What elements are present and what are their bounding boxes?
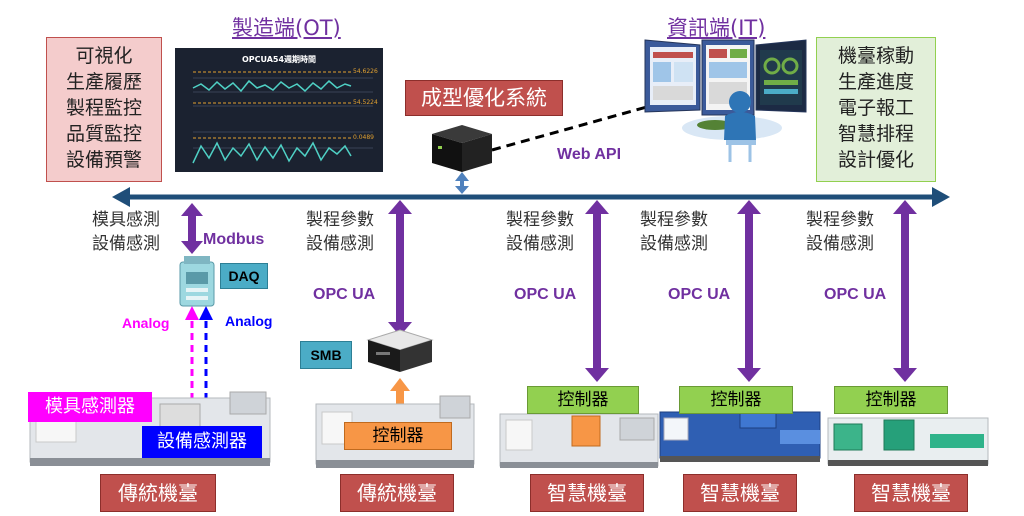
- function-equipment-warning: 設備預警: [65, 149, 142, 171]
- ot-functions-box: 可視化 生產履歷 製程監控 品質監控 設備預警: [46, 37, 162, 182]
- daq-box: DAQ: [220, 263, 268, 289]
- modbus-arrow: [181, 203, 203, 254]
- equipment-sensor-box: 設備感測器: [142, 426, 262, 458]
- col1-sensing-label: 模具感測 設備感測: [78, 208, 174, 256]
- col5-opcua-label: OPC UA: [824, 286, 887, 303]
- col2-controller: 控制器: [344, 422, 452, 450]
- col3-sensing-line2: 設備感測: [506, 234, 574, 254]
- col1-sensing-line2: 設備感測: [92, 234, 160, 254]
- it-title: 資訊端(IT): [667, 16, 766, 40]
- col4-opcua-label: OPC UA: [668, 286, 731, 303]
- smart-machine-3-illustration: [499, 413, 659, 468]
- opcua-arrow-5: [893, 200, 917, 382]
- col3-controller: 控制器: [527, 386, 639, 414]
- traditional-machine-1: 傳統機臺: [100, 474, 216, 512]
- col3-opcua-label: OPC UA: [514, 286, 577, 303]
- web-api-label: Web API: [557, 146, 622, 163]
- monitoring-chart-panel: OPCUA54週期時間 54.6226 54.5224 0.0489: [175, 48, 383, 172]
- col2-sensing-line2: 設備感測: [306, 234, 374, 254]
- main-bus: [112, 187, 950, 207]
- function-smart-scheduling: 智慧排程: [837, 123, 914, 145]
- analog-arrows: [185, 306, 213, 400]
- col2-opcua-label: OPC UA: [313, 286, 376, 303]
- function-production-progress: 生產進度: [837, 71, 914, 93]
- ot-title: 製造端(OT): [232, 16, 341, 40]
- modbus-label: Modbus: [203, 231, 265, 248]
- function-e-reporting: 電子報工: [837, 97, 914, 119]
- col3-sensing-label: 製程參數 設備感測: [492, 208, 588, 256]
- col4-sensing-line2: 設備感測: [640, 234, 708, 254]
- col2-sensing-line1: 製程參數: [306, 210, 374, 230]
- col4-controller: 控制器: [679, 386, 793, 414]
- smart-machine-3: 智慧機臺: [854, 474, 968, 512]
- col4-sensing-label: 製程參數 設備感測: [626, 208, 722, 256]
- function-machine-utilization: 機臺稼動: [837, 45, 914, 67]
- function-quality-monitoring: 品質監控: [65, 123, 142, 145]
- server-box: [432, 125, 492, 172]
- chart-label-bottom: 0.0489: [353, 134, 374, 141]
- smb-box: SMB: [300, 341, 352, 369]
- col5-sensing-line2: 設備感測: [806, 234, 874, 254]
- molding-optimization-system: 成型優化系統: [405, 80, 563, 116]
- col4-sensing-line1: 製程參數: [640, 210, 708, 230]
- chart-label-upper: 54.6226: [353, 68, 378, 75]
- system-bus-connector: [455, 172, 469, 194]
- traditional-machine-2: 傳統機臺: [340, 474, 454, 512]
- smart-machine-5-illustration: [827, 417, 989, 466]
- it-functions-box: 機臺稼動 生產進度 電子報工 智慧排程 設計優化: [816, 37, 936, 182]
- col5-controller: 控制器: [834, 386, 948, 414]
- col5-sensing-line1: 製程參數: [806, 210, 874, 230]
- analog-label-left: Analog: [122, 315, 170, 331]
- smart-machine-2: 智慧機臺: [683, 474, 797, 512]
- it-dashboard-screens: [644, 39, 807, 162]
- smb-device: [366, 329, 434, 372]
- col3-sensing-line1: 製程參數: [506, 210, 574, 230]
- function-production-history: 生產履歷: [65, 71, 142, 93]
- opcua-arrow-4: [737, 200, 761, 382]
- chart-title: OPCUA54週期時間: [241, 55, 317, 64]
- smart-machine-1: 智慧機臺: [530, 474, 644, 512]
- analog-label-right: Analog: [225, 313, 273, 329]
- opcua-arrow-3: [585, 200, 609, 382]
- col2-sensing-label: 製程參數 設備感測: [292, 208, 388, 256]
- mold-sensor-box: 模具感測器: [28, 392, 152, 422]
- function-process-monitoring: 製程監控: [65, 97, 142, 119]
- col5-sensing-label: 製程參數 設備感測: [792, 208, 888, 256]
- function-visualization: 可視化: [75, 45, 133, 67]
- function-design-optimization: 設計優化: [837, 149, 914, 171]
- chart-lines: [192, 71, 373, 164]
- opcua-arrow-2: [388, 200, 412, 336]
- daq-device: [179, 256, 215, 307]
- chart-label-lower: 54.5224: [353, 99, 378, 106]
- col1-sensing-line1: 模具感測: [92, 210, 160, 230]
